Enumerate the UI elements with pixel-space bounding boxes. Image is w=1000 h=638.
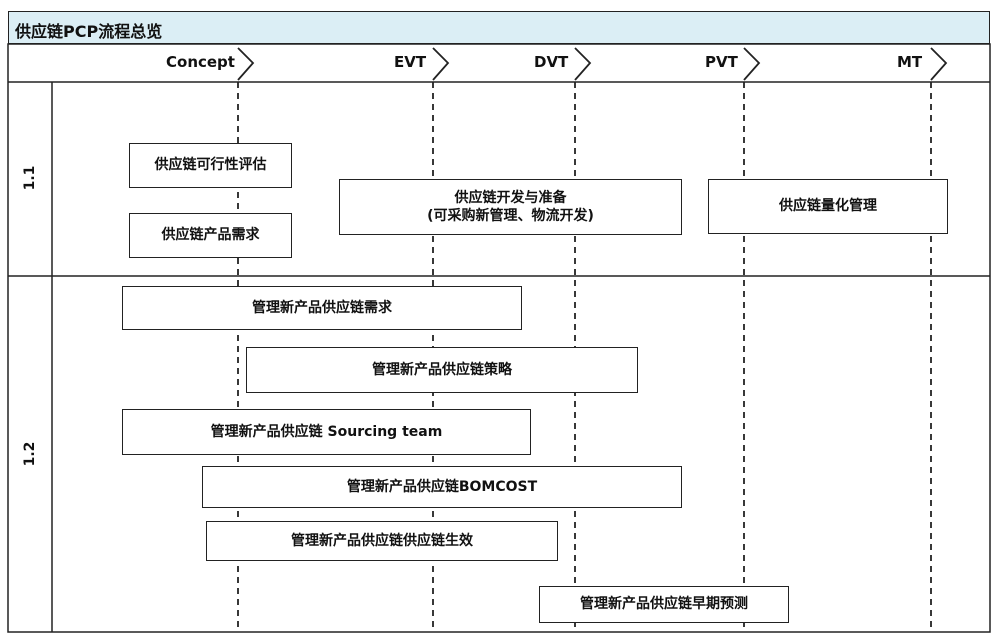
task-label-new-strategy: 管理新产品供应链策略 (372, 361, 512, 378)
chevron-mt (930, 47, 948, 81)
task-box-new-sourcing: 管理新产品供应链 Sourcing team (122, 409, 531, 455)
task-box-dev-prep: 供应链开发与准备 (可采购新管理、物流开发) (339, 179, 682, 235)
chevron-dvt (574, 47, 592, 81)
task-box-new-strategy: 管理新产品供应链策略 (246, 347, 638, 393)
task-label-quant-mgmt: 供应链量化管理 (779, 198, 877, 215)
task-box-new-bomcost: 管理新产品供应链BOMCOST (202, 466, 682, 508)
task-label-product-demand: 供应链产品需求 (161, 227, 260, 244)
task-label-new-bomcost: 管理新产品供应链BOMCOST (346, 478, 538, 495)
chevron-evt (432, 47, 450, 81)
task-box-feasibility: 供应链可行性评估 (129, 143, 292, 188)
task-label-new-demand: 管理新产品供应链需求 (252, 299, 392, 316)
phase-label-dvt: DVT (534, 53, 569, 71)
chevron-pvt (743, 47, 761, 81)
task-label-new-forecast: 管理新产品供应链早期预测 (580, 596, 748, 613)
phase-label-mt: MT (897, 53, 923, 71)
task-box-new-effective: 管理新产品供应链供应链生效 (206, 521, 558, 561)
phase-label-pvt: PVT (705, 53, 738, 71)
phase-label-concept: Concept (166, 53, 235, 71)
task-label-dev-prep-line1: 供应链开发与准备 (454, 189, 567, 206)
chevron-concept (237, 47, 255, 81)
task-box-new-forecast: 管理新产品供应链早期预测 (539, 586, 789, 623)
task-box-product-demand: 供应链产品需求 (129, 213, 292, 258)
task-label-new-sourcing: 管理新产品供应链 Sourcing team (210, 423, 443, 440)
diagram-title: 供应链PCP流程总览 (15, 22, 163, 41)
diagram-border (7, 43, 991, 633)
task-label-feasibility: 供应链可行性评估 (154, 157, 267, 174)
task-box-new-demand: 管理新产品供应链需求 (122, 286, 522, 330)
phase-label-evt: EVT (394, 53, 427, 71)
task-label-dev-prep-line2: (可采购新管理、物流开发) (427, 208, 594, 224)
task-label-new-effective: 管理新产品供应链供应链生效 (291, 532, 473, 549)
task-box-quant-mgmt: 供应链量化管理 (708, 179, 948, 234)
